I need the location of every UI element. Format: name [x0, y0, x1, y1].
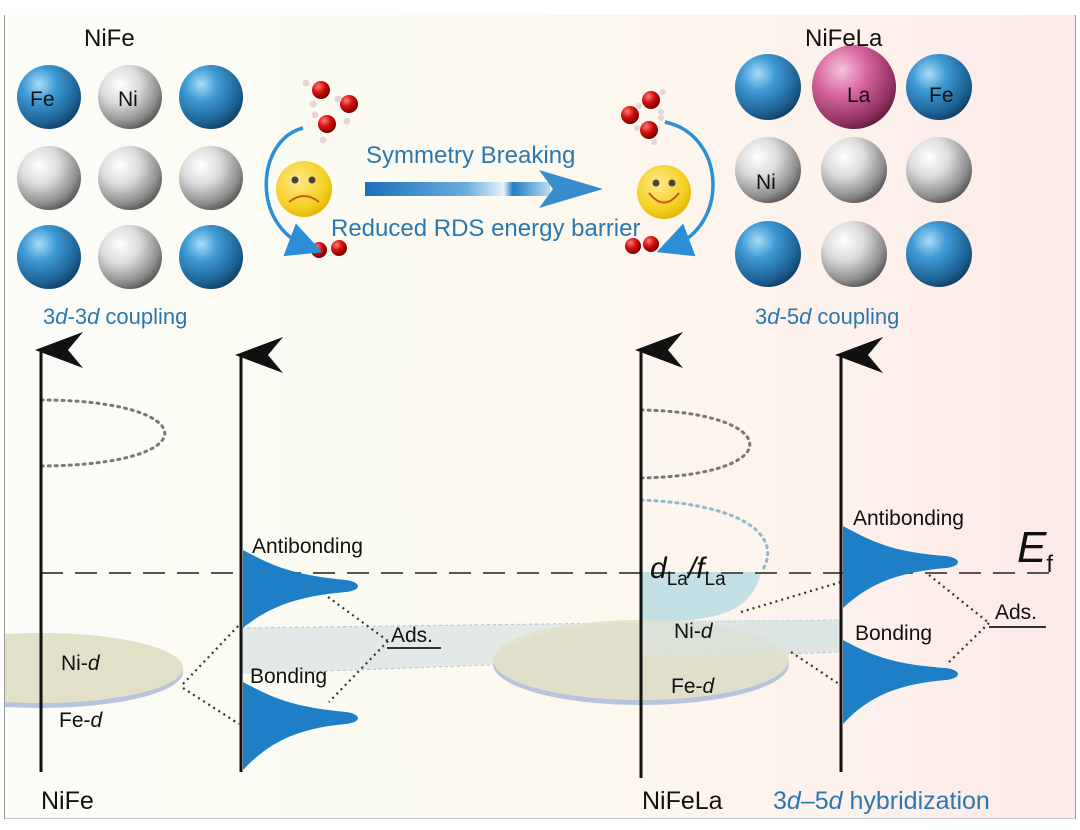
nife-hybridization-lines	[182, 596, 389, 725]
happy-face-icon	[637, 165, 691, 219]
nife-lattice	[17, 65, 243, 289]
nifela-fe-d-label: Fe-d	[671, 675, 715, 698]
nifela-unoccupied-state	[639, 408, 752, 480]
hybridization-label: 3d–5d hybridization	[773, 787, 990, 815]
nife-unoccupied-state	[39, 398, 167, 468]
nife-ads-label: Ads.	[391, 624, 434, 647]
nifela-hybridization-lines	[740, 574, 990, 685]
nifela-bonding-label: Bonding	[855, 622, 933, 645]
atom-fe	[179, 65, 243, 129]
cycle-arrow-right	[656, 120, 715, 257]
atom-ni	[735, 137, 801, 203]
atom-label-ni: Ni	[118, 88, 138, 111]
symmetry-breaking-arrow	[365, 170, 603, 208]
sad-face-icon	[276, 161, 332, 217]
nife-bonding-label: Bonding	[250, 665, 328, 688]
nifela-lattice	[735, 45, 972, 287]
atom-fe	[735, 221, 801, 287]
atom-ni	[821, 221, 887, 287]
atom-fe	[17, 65, 81, 129]
la-df-label: dLa/fLa	[650, 552, 726, 590]
nifela-coupling-label: 3d-5d coupling	[755, 304, 900, 329]
atom-ni	[98, 65, 162, 129]
atom-ni	[98, 225, 162, 289]
atom-fe	[735, 54, 801, 120]
atom-label-fe: Fe	[30, 88, 55, 111]
atom-ni	[179, 146, 243, 210]
nife-fe-d-label: Fe-d	[59, 709, 103, 732]
atom-label-fe: Fe	[929, 84, 954, 107]
atom-fe	[906, 221, 972, 287]
reduced-barrier-label: Reduced RDS energy barrier	[331, 215, 641, 242]
water-molecules-left-icon	[302, 79, 358, 144]
atom-ni	[17, 146, 81, 210]
nife-antibonding-peak	[243, 550, 359, 628]
atom-fe	[179, 225, 243, 289]
nife-axis-label: NiFe	[41, 787, 94, 815]
nifela-axis-label: NiFeLa	[642, 787, 723, 815]
atom-ni	[821, 137, 887, 203]
nife-coupling-label: 3d-3d coupling	[43, 304, 188, 329]
nifela-antibonding-label: Antibonding	[853, 507, 964, 530]
nifela-title: NiFeLa	[805, 25, 883, 52]
nife-d-band	[5, 633, 183, 703]
nifela-antibonding-peak	[843, 526, 959, 608]
water-molecules-right-icon	[621, 89, 666, 145]
nifela-ads-label: Ads.	[995, 601, 1038, 624]
atom-fe	[906, 54, 972, 120]
nifela-bonding-peak	[843, 640, 959, 724]
atom-label-ni: Ni	[756, 171, 776, 194]
oxygen-molecule-right-icon	[625, 236, 659, 254]
nife-antibonding-label: Antibonding	[252, 535, 363, 558]
atom-la	[812, 45, 896, 129]
atom-ni	[906, 137, 972, 203]
atom-ni	[98, 146, 162, 210]
nife-title: NiFe	[84, 25, 135, 52]
cycle-arrow-left	[264, 126, 323, 257]
atom-fe	[17, 225, 81, 289]
nife-ni-d-label: Ni-d	[61, 652, 100, 675]
nifela-ni-d-label: Ni-d	[674, 620, 713, 643]
symmetry-breaking-label: Symmetry Breaking	[366, 142, 576, 169]
la-df-band	[641, 572, 761, 622]
figure-frame: NiFe NiFeLa Fe Ni La Fe Ni 3d-3d couplin…	[4, 15, 1076, 819]
nife-bonding-peak	[243, 682, 359, 770]
diagram-graphics	[5, 45, 1056, 778]
fermi-level-label: Ef	[1017, 523, 1054, 578]
atom-label-la: La	[847, 84, 871, 107]
